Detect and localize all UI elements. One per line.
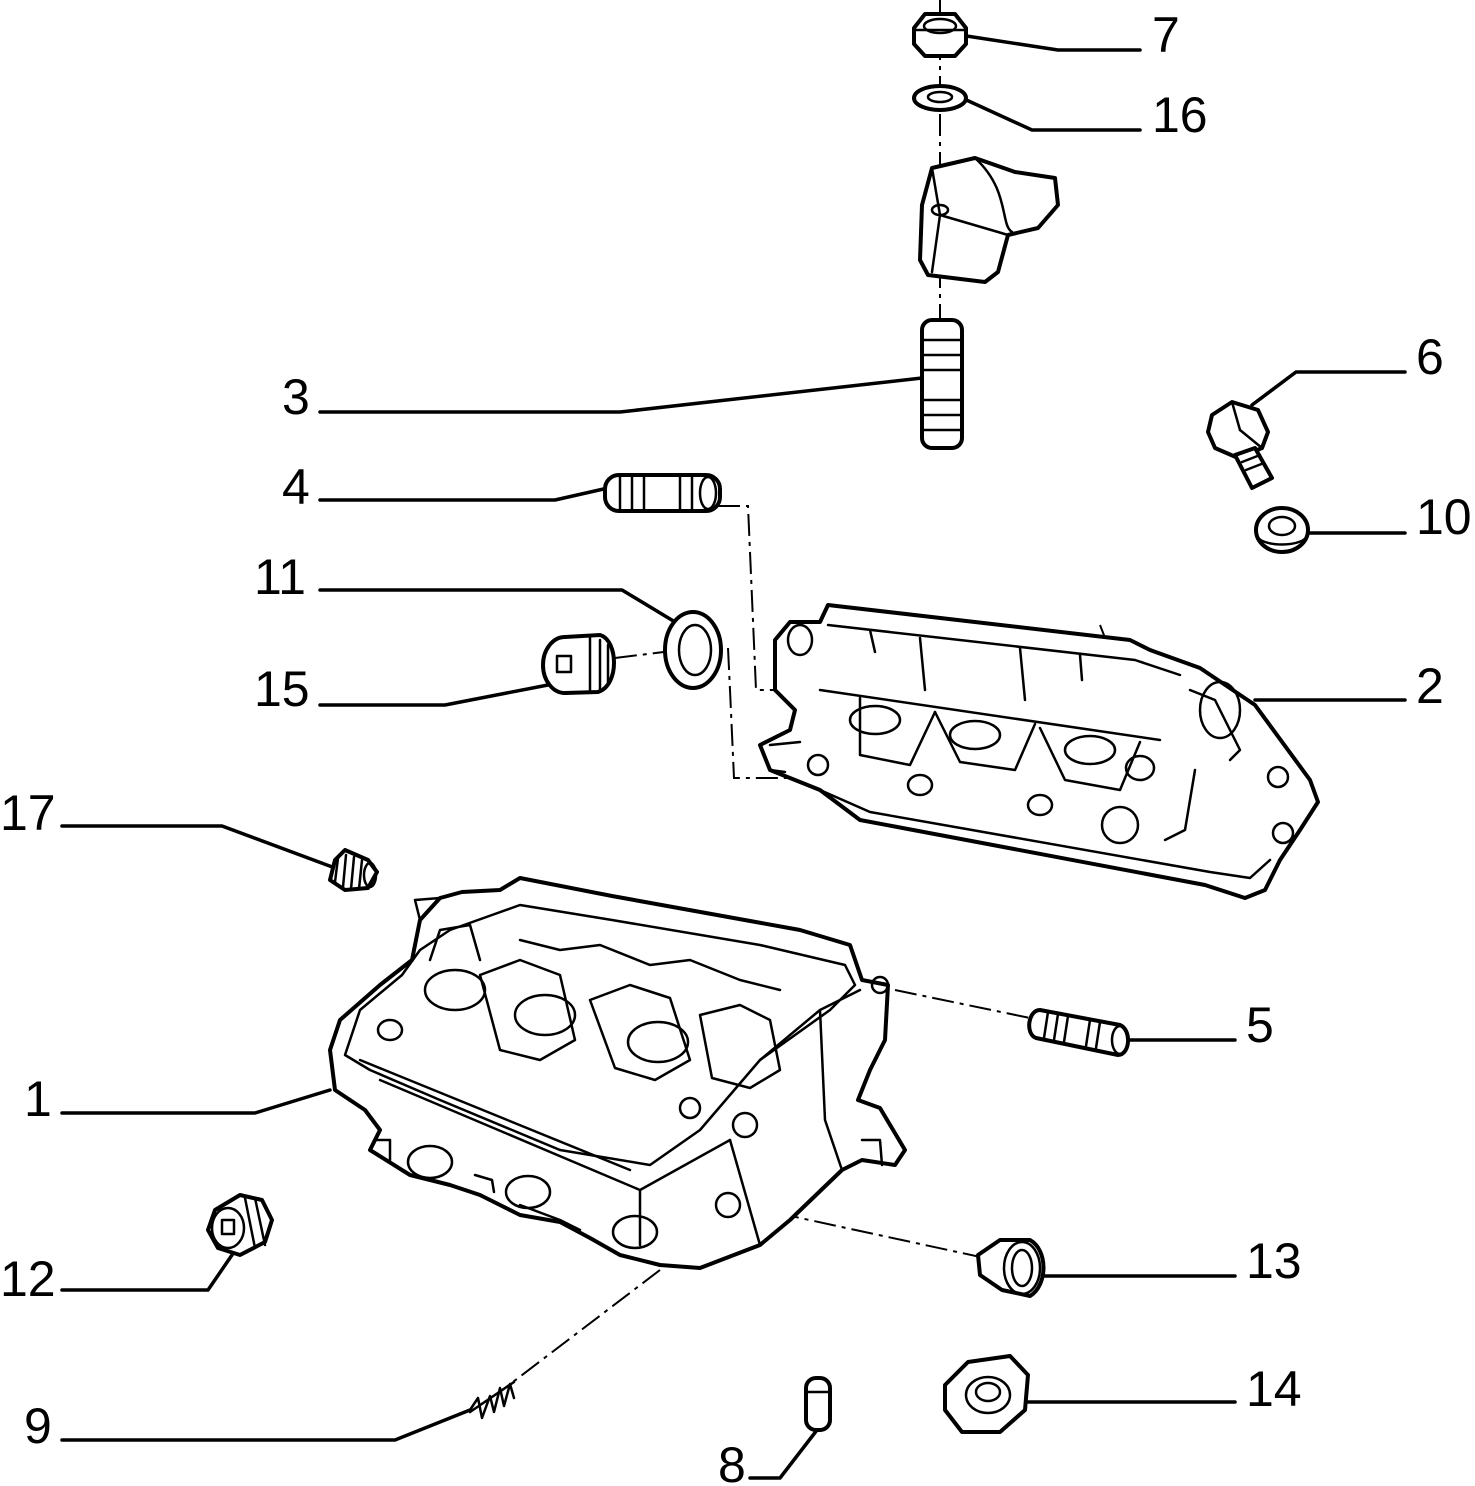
callout-15: 15 xyxy=(254,661,310,717)
sleeve-part-13 xyxy=(976,1238,1046,1298)
callout-10: 10 xyxy=(1416,489,1472,545)
callout-3: 3 xyxy=(282,369,310,425)
leader-16 xyxy=(960,96,1142,132)
callout-7: 7 xyxy=(1152,7,1180,63)
pin-part-8 xyxy=(804,1376,832,1432)
callout-1: 1 xyxy=(24,1071,52,1127)
leader-17 xyxy=(60,824,337,870)
stud-part-3 xyxy=(920,318,964,450)
callout-17: 17 xyxy=(0,785,56,841)
leader-9 xyxy=(60,1408,472,1442)
cover-part-2 xyxy=(758,603,1320,900)
washer-part-10 xyxy=(1254,506,1310,554)
bracket xyxy=(918,156,1060,284)
seal-part-14 xyxy=(943,1354,1030,1434)
callout-16: 16 xyxy=(1152,87,1208,143)
leader-3 xyxy=(318,376,924,414)
bolt-part-6 xyxy=(1206,400,1274,490)
spring-part-9 xyxy=(468,1380,516,1420)
leader-lines xyxy=(60,33,1407,1480)
leader-4 xyxy=(318,486,610,502)
leader-11 xyxy=(318,588,682,627)
plug-part-12 xyxy=(206,1193,274,1257)
leader-15 xyxy=(318,683,550,707)
callout-2: 2 xyxy=(1416,658,1444,714)
leader-12 xyxy=(60,1253,234,1292)
leader-7 xyxy=(958,33,1142,52)
callout-11: 11 xyxy=(254,549,306,605)
seal-part-11 xyxy=(663,610,723,690)
plug-part-17 xyxy=(328,848,379,892)
callout-12: 12 xyxy=(0,1251,56,1307)
callout-9: 9 xyxy=(24,1398,52,1454)
callout-numbers: 7 16 3 4 11 15 6 10 2 17 5 1 12 13 14 9 … xyxy=(0,7,1472,1486)
callout-14: 14 xyxy=(1246,1361,1302,1417)
stud-part-4 xyxy=(603,473,722,513)
washer-part-16 xyxy=(912,84,968,112)
nut-part-7 xyxy=(912,12,968,58)
callout-4: 4 xyxy=(282,459,310,515)
leader-6 xyxy=(1250,370,1407,407)
plug-part-15 xyxy=(541,633,616,695)
cylinder-head-part-1 xyxy=(328,876,907,1270)
callout-8: 8 xyxy=(718,1437,746,1486)
callout-6: 6 xyxy=(1416,329,1444,385)
leader-8 xyxy=(748,1428,819,1480)
callout-13: 13 xyxy=(1246,1233,1302,1289)
leader-1 xyxy=(60,1088,332,1115)
stud-part-5 xyxy=(1027,1008,1130,1057)
callout-5: 5 xyxy=(1246,997,1274,1053)
